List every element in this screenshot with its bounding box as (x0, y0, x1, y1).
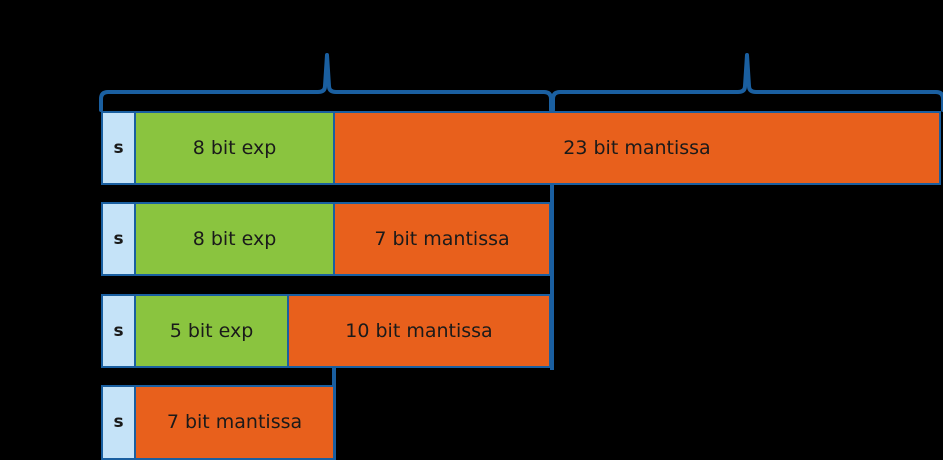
format-row-2: s 8 bit exp 7 bit mantissa (101, 202, 553, 276)
exponent-field-row-3: 5 bit exp (134, 294, 289, 368)
sign-bit-row-4: s (101, 385, 136, 460)
sign-bit-row-2: s (101, 202, 136, 276)
mantissa-field-row-4: 7 bit mantissa (134, 385, 335, 460)
left-brace-icon (99, 53, 553, 112)
exponent-field-row-1: 8 bit exp (134, 111, 335, 185)
sign-bit-row-1: s (101, 111, 136, 185)
format-row-4: s 7 bit mantissa (101, 385, 335, 460)
exponent-field-row-2: 8 bit exp (134, 202, 335, 276)
mantissa-field-row-1: 23 bit mantissa (333, 111, 941, 185)
right-brace-icon (551, 53, 943, 112)
mantissa-field-row-2: 7 bit mantissa (333, 202, 551, 276)
mantissa-field-row-3: 10 bit mantissa (287, 294, 551, 368)
format-row-1: s 8 bit exp 23 bit mantissa (101, 111, 943, 185)
format-row-3: s 5 bit exp 10 bit mantissa (101, 294, 553, 368)
sign-bit-row-3: s (101, 294, 136, 368)
